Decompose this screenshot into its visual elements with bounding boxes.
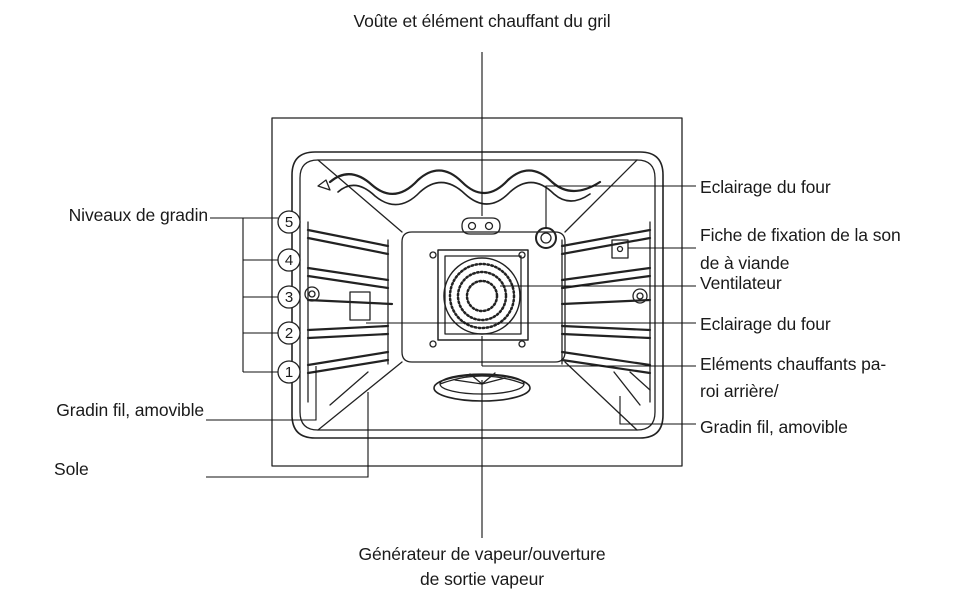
level-5: 5 (285, 214, 293, 231)
label-steam-2: de sortie vapeur (420, 569, 544, 589)
grill-heating-element (328, 169, 602, 195)
label-probe-socket-2: de à viande (700, 253, 790, 273)
label-wire-rack-left: Gradin fil, amovible (56, 400, 204, 420)
shelf-level-markers (277, 210, 301, 384)
oven-cavity-outer (291, 151, 664, 439)
meat-probe-socket (611, 239, 629, 259)
label-wire-rack-right: Gradin fil, amovible (700, 417, 848, 437)
label-rear-heating-1: Eléments chauffants pa- (700, 354, 887, 374)
label-probe-socket-1: Fiche de fixation de la son (700, 225, 901, 245)
level-2: 2 (285, 325, 293, 342)
level-3: 3 (285, 289, 293, 306)
leader-lines (206, 52, 696, 538)
side-oven-lamp (349, 291, 371, 321)
oven-back-wall (401, 231, 566, 363)
label-side-lamp: Eclairage du four (700, 314, 831, 334)
level-1: 1 (285, 364, 293, 381)
oven-cavity-inner (299, 159, 656, 431)
label-base: Sole (54, 459, 89, 479)
level-4: 4 (285, 252, 293, 269)
label-steam-1: Générateur de vapeur/ouverture (358, 544, 606, 564)
fan-cover (443, 257, 521, 335)
top-oven-lamp (535, 227, 557, 249)
label-fan: Ventilateur (700, 273, 782, 293)
fan-housing (437, 249, 529, 341)
label-top-lamp: Eclairage du four (700, 177, 831, 197)
label-top-vault-grill: Voûte et élément chauffant du gril (353, 11, 611, 31)
label-shelf-levels: Niveaux de gradin (68, 205, 208, 225)
label-rear-heating-2: roi arrière/ (700, 381, 779, 401)
oven-housing (271, 117, 683, 467)
left-shelf-rails (306, 228, 394, 375)
